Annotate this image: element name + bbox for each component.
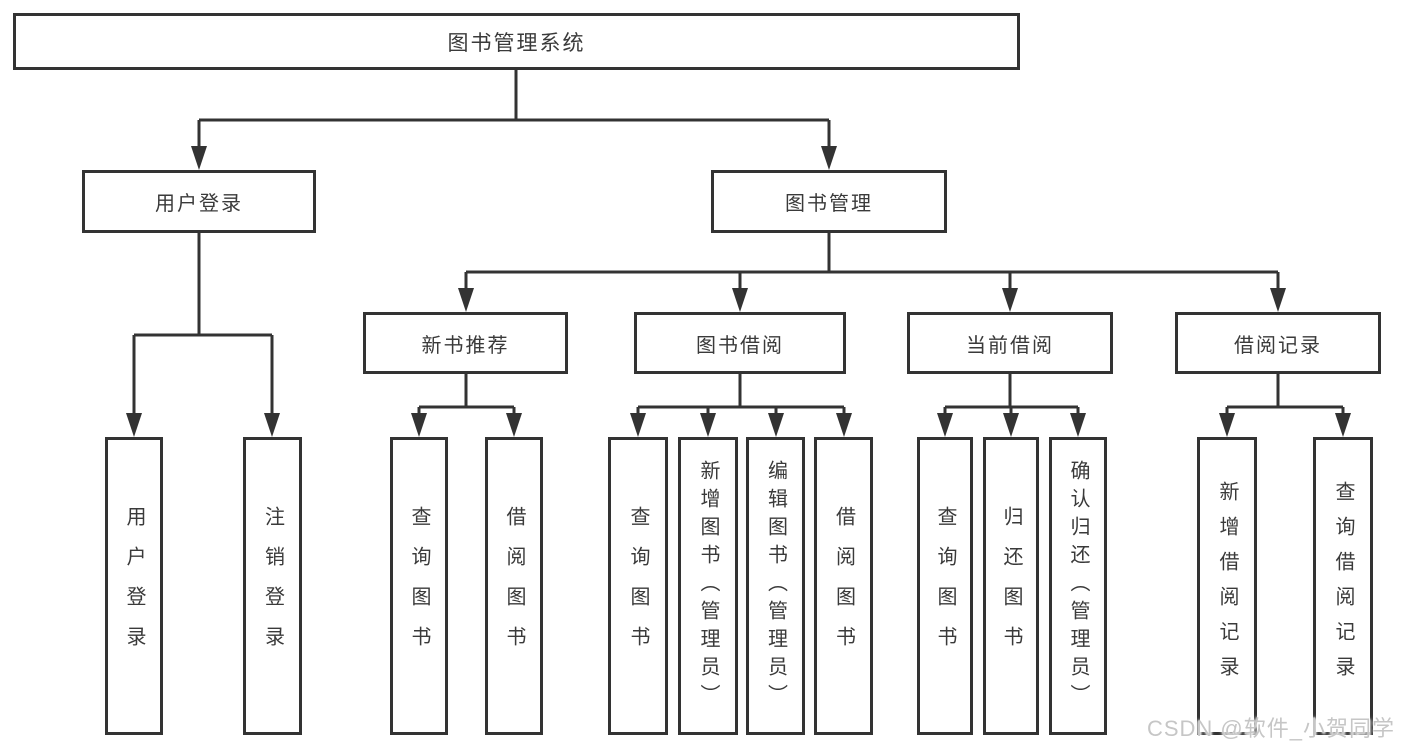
node-label: 编辑图书（管理员） bbox=[764, 460, 787, 712]
arrowhead bbox=[1002, 288, 1018, 312]
arrowhead bbox=[126, 413, 142, 437]
arrowhead bbox=[411, 413, 427, 437]
arrowhead bbox=[191, 146, 207, 170]
leaf-query-books-recommend: 查询图书 bbox=[390, 437, 448, 735]
node-label: 查询借阅记录 bbox=[1332, 481, 1354, 691]
connector-book-borrow-to-leaves bbox=[630, 374, 852, 437]
connector-login-to-leaves bbox=[126, 233, 280, 437]
node-borrow-records: 借阅记录 bbox=[1175, 312, 1381, 374]
arrowhead bbox=[1003, 413, 1019, 437]
arrowhead bbox=[937, 413, 953, 437]
arrowhead bbox=[1335, 413, 1351, 437]
arrowhead bbox=[768, 413, 784, 437]
node-label: 查询图书 bbox=[934, 506, 956, 666]
leaf-borrow-books-recommend: 借阅图书 bbox=[485, 437, 543, 735]
node-label: 当前借阅 bbox=[966, 334, 1054, 357]
csdn-watermark: CSDN @软件_小贺同学 bbox=[1146, 716, 1395, 741]
arrowhead bbox=[264, 413, 280, 437]
node-book-management: 图书管理 bbox=[711, 170, 947, 233]
node-label: 注销登录 bbox=[261, 506, 284, 666]
connector-current-borrow-to-leaves bbox=[937, 374, 1086, 437]
arrowhead bbox=[836, 413, 852, 437]
arrowhead bbox=[821, 146, 837, 170]
arrowhead bbox=[1219, 413, 1235, 437]
leaf-return-books: 归还图书 bbox=[983, 437, 1039, 735]
node-label: 借阅图书 bbox=[832, 506, 855, 666]
node-label: 图书管理 bbox=[785, 193, 873, 215]
leaf-borrow-books: 借阅图书 bbox=[814, 437, 873, 735]
node-label: 新增图书（管理员） bbox=[697, 460, 719, 712]
node-current-borrow: 当前借阅 bbox=[907, 312, 1113, 374]
node-label: 查询图书 bbox=[408, 506, 430, 666]
node-label: 新增借阅记录 bbox=[1216, 481, 1238, 691]
node-label: 查询图书 bbox=[627, 506, 649, 666]
connector-root-to-level2 bbox=[191, 70, 837, 170]
node-book-borrow: 图书借阅 bbox=[634, 312, 846, 374]
arrowhead bbox=[732, 288, 748, 312]
node-root-system: 图书管理系统 bbox=[13, 13, 1020, 70]
node-label: 新书推荐 bbox=[421, 334, 510, 357]
connector-records-to-leaves bbox=[1219, 374, 1351, 437]
arrowhead bbox=[630, 413, 646, 437]
node-user-login: 用户登录 bbox=[82, 170, 316, 233]
leaf-confirm-return-admin: 确认归还（管理员） bbox=[1049, 437, 1107, 735]
leaf-logout: 注销登录 bbox=[243, 437, 302, 735]
node-label: 图书管理系统 bbox=[447, 31, 586, 55]
node-label: 确认归还（管理员） bbox=[1067, 460, 1089, 712]
node-label: 用户登录 bbox=[123, 506, 145, 666]
leaf-edit-book-admin: 编辑图书（管理员） bbox=[746, 437, 805, 735]
connector-management-to-sections bbox=[458, 233, 1286, 312]
leaf-add-book-admin: 新增图书（管理员） bbox=[678, 437, 738, 735]
connector-new-book-to-leaves bbox=[411, 374, 522, 437]
arrowhead bbox=[1270, 288, 1286, 312]
arrowhead bbox=[700, 413, 716, 437]
leaf-query-borrow-record: 查询借阅记录 bbox=[1313, 437, 1373, 735]
leaf-query-books-borrow: 查询图书 bbox=[608, 437, 668, 735]
node-label: 用户登录 bbox=[155, 193, 243, 215]
arrowhead bbox=[506, 413, 522, 437]
arrowhead bbox=[458, 288, 474, 312]
node-label: 借阅记录 bbox=[1234, 334, 1322, 357]
node-label: 借阅图书 bbox=[503, 506, 525, 666]
arrowhead bbox=[1070, 413, 1086, 437]
leaf-user-login: 用户登录 bbox=[105, 437, 163, 735]
node-label: 图书借阅 bbox=[696, 334, 784, 357]
leaf-add-borrow-record: 新增借阅记录 bbox=[1197, 437, 1257, 735]
node-label: 归还图书 bbox=[1000, 506, 1022, 666]
leaf-query-books-current: 查询图书 bbox=[917, 437, 973, 735]
node-new-book-recommend: 新书推荐 bbox=[363, 312, 568, 374]
